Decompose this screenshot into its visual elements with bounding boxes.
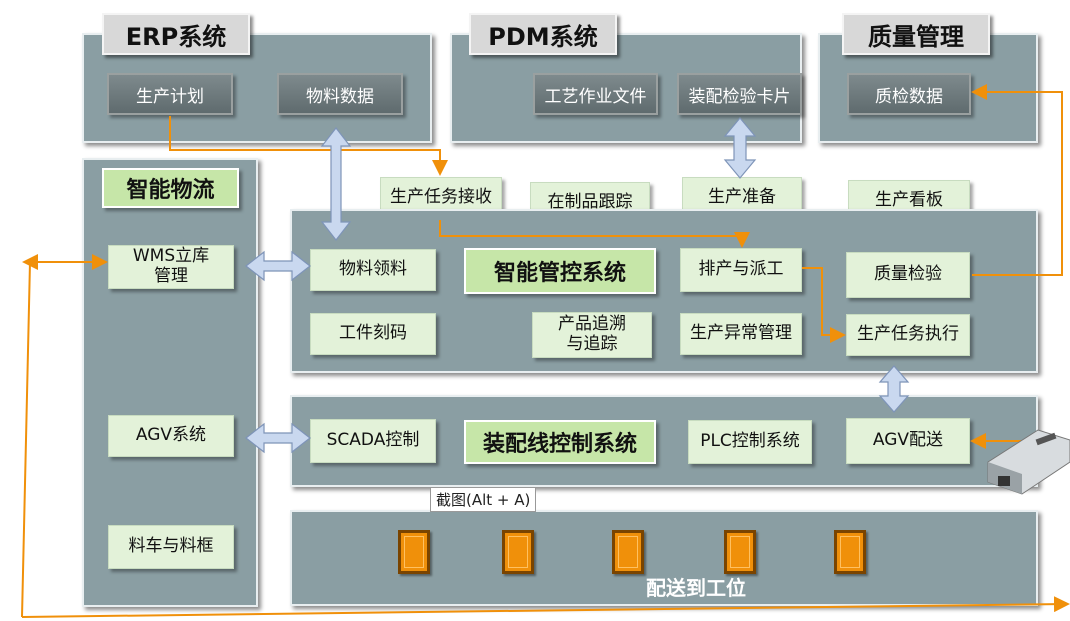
quality-title: 质量管理: [842, 13, 990, 55]
arrow-agv-horizontal: [245, 422, 311, 454]
workstation-5: [834, 530, 866, 574]
agv-vehicle-icon: [987, 429, 1070, 495]
orange-connectors: [21, 84, 1070, 618]
mcs-item-task-execution[interactable]: 生产任务执行: [846, 314, 970, 356]
quality-item-inspection-data[interactable]: 质检数据: [847, 73, 971, 115]
arrow-bottom-loop: [21, 596, 1070, 618]
arrow-task-to-scheduling: [439, 220, 750, 248]
pdm-item-process-docs[interactable]: 工艺作业文件: [533, 73, 658, 115]
pdm-title: PDM系统: [469, 13, 617, 55]
arrow-material-vertical: [320, 127, 352, 241]
mcs-item-exception-mgmt[interactable]: 生产异常管理: [680, 313, 802, 355]
arrow-prep-vertical: [723, 117, 757, 179]
assembly-item-scada[interactable]: SCADA控制: [310, 419, 436, 463]
workstation-4: [724, 530, 756, 574]
mcs-title: 智能管控系统: [464, 248, 656, 294]
erp-title: ERP系统: [102, 13, 250, 55]
mcs-item-part-marking[interactable]: 工件刻码: [310, 313, 436, 355]
logistics-item-agv-system[interactable]: AGV系统: [108, 415, 234, 457]
logistics-item-wms[interactable]: WMS立库 管理: [108, 245, 234, 289]
assembly-title: 装配线控制系统: [464, 420, 656, 464]
workstation-2: [502, 530, 534, 574]
arrow-execution-vertical: [878, 365, 910, 413]
pdm-item-inspection-card[interactable]: 装配检验卡片: [677, 73, 802, 115]
screenshot-tooltip: 截图(Alt + A): [430, 487, 537, 512]
blue-arrows: [245, 117, 910, 454]
arrow-quality-to-data: [971, 84, 1063, 276]
assembly-item-plc[interactable]: PLC控制系统: [688, 420, 812, 464]
arrow-scheduling-to-execution: [802, 267, 846, 343]
workstation-1: [398, 530, 430, 574]
mcs-item-quality-check[interactable]: 质量检验: [846, 252, 970, 298]
logistics-item-cart-bin[interactable]: 料车与料框: [108, 525, 234, 569]
mcs-item-material-picking[interactable]: 物料领料: [310, 249, 436, 291]
erp-item-material-data[interactable]: 物料数据: [277, 73, 403, 115]
logistics-title: 智能物流: [102, 168, 239, 208]
arrow-wms-horizontal: [245, 250, 311, 282]
erp-item-production-plan[interactable]: 生产计划: [107, 73, 233, 115]
delivery-label: 配送到工位: [646, 576, 746, 600]
arrow-plan-to-task: [169, 116, 448, 176]
mcs-item-scheduling[interactable]: 排产与派工: [680, 248, 802, 292]
assembly-item-agv-delivery[interactable]: AGV配送: [846, 418, 970, 464]
workstation-3: [612, 530, 644, 574]
mcs-item-traceability[interactable]: 产品追溯 与追踪: [532, 312, 652, 358]
arrow-wms-loop: [21, 254, 108, 618]
